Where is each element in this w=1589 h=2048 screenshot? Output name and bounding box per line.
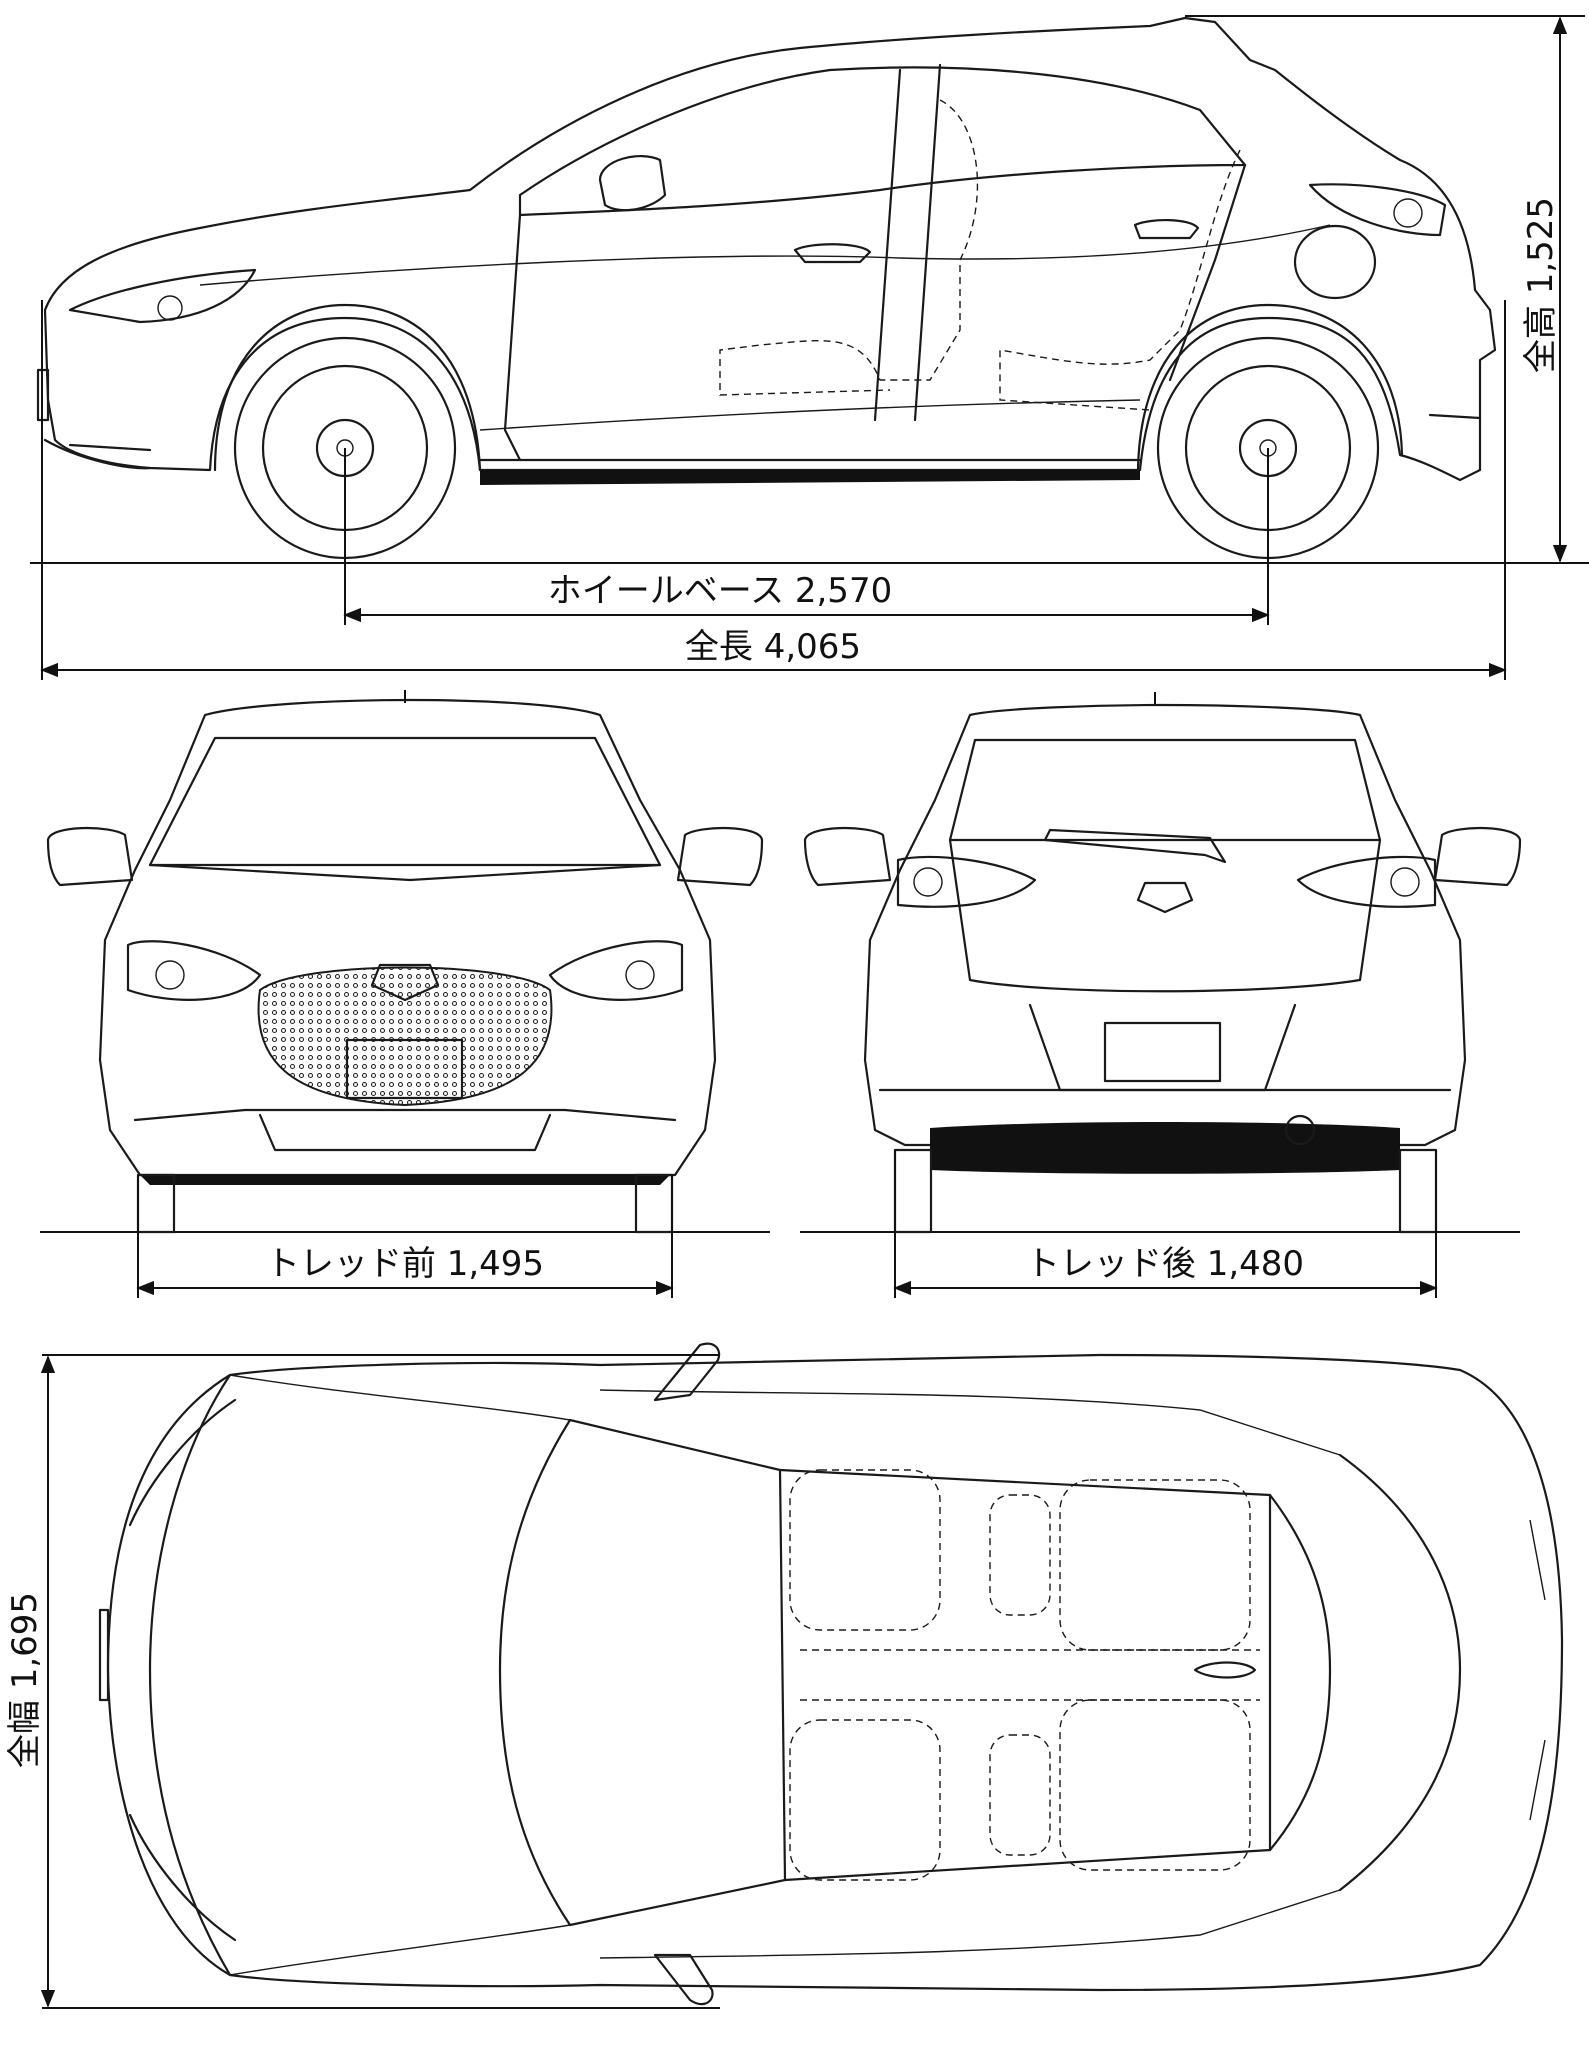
top-right-fender [229,1924,571,1976]
front-wheel-arch [213,303,482,472]
top-left-mirror [653,1342,721,1402]
side-view [30,16,1589,564]
right-taillamp-lens [1390,867,1420,897]
rear-diffuser [930,1122,1400,1174]
front-lower-intake [258,1113,552,1152]
rear-emblem [1136,881,1194,914]
top-roof [778,1468,1272,1882]
rear-reflector [1428,413,1482,420]
top-front-bumper [148,1373,232,1977]
side-b-pillar [873,68,902,422]
top-seats [789,1469,1260,1881]
top-body-outline [106,1353,1564,1992]
top-right-mirror [653,1953,714,2006]
top-left-beltline [599,1389,1341,1456]
rear-right-mirror [1433,827,1522,887]
side-character-line [199,224,1331,286]
left-taillamp-lens [913,867,943,897]
front-view [40,690,770,1234]
front-door-handle [793,243,872,264]
front-grille [257,966,553,1107]
rear-wheel-arch [1136,303,1404,472]
front-seat-outline [719,99,979,396]
side-taillamp [1308,183,1447,237]
rear-license-plate [1103,1021,1222,1083]
side-underbody [480,470,1140,485]
side-front-door-edge [503,213,522,462]
windshield [148,736,662,867]
top-rear-glass [1268,1493,1332,1852]
right-headlamp-lens [625,960,655,990]
rear-left-mirror [803,827,892,887]
side-rear-door-edge [1168,163,1247,382]
tailgate [948,838,1382,993]
front-license-plate [345,1038,464,1100]
front-tread-label: トレッド前 1,495 [266,1244,544,1284]
top-rear-right-detail [1529,1739,1546,1821]
rear-left-tire [893,1148,933,1234]
rear-plate-recess [1028,1003,1297,1092]
top-right-beltline [599,1889,1341,1959]
top-front-sensor [98,1608,110,1702]
front-lower-trim [133,1108,677,1122]
front-emblem [370,963,440,1002]
rear-window [948,738,1382,842]
hood-line [148,863,662,882]
side-body-outline [43,16,1497,482]
rear-right-tire [1398,1148,1438,1234]
top-view [98,1342,1564,2006]
side-window-frame [518,66,1247,217]
top-tailgate [1338,1453,1462,1892]
front-right-headlamp [548,940,684,1001]
taillamp-lens [1393,198,1423,228]
top-windshield [568,1418,787,1927]
left-headlamp-lens [155,960,185,990]
front-left-mirror [46,827,134,887]
top-hood-line [498,1418,572,1927]
top-rear-left-detail [1529,1519,1546,1601]
top-right-headlamp [128,1813,237,1942]
top-left-fender [229,1374,571,1421]
front-right-mirror [676,827,764,887]
top-shark-antenna [1193,1661,1257,1679]
wheelbase-label: ホイールベース 2,570 [548,571,892,611]
overall-height-label: 全高 1,525 [1521,197,1561,373]
front-bumper-lower [43,438,152,470]
front-foglamp-trim [68,443,152,452]
exhaust-tip [1284,1114,1316,1146]
front-body-outline [98,698,717,1177]
rear-tread-label: トレッド後 1,480 [1026,1244,1304,1284]
rear-door-handle [1133,218,1200,240]
rear-wiper [1043,828,1227,864]
front-left-headlamp [126,940,262,1001]
side-lower-line [479,399,1141,431]
front-underbody [140,1175,670,1185]
rear-body-outline [863,703,1467,1147]
rear-right-taillamp [1296,855,1437,908]
side-headlamp [68,268,257,324]
headlamp-lens [157,295,183,321]
overall-width-label: 全幅 1,695 [5,1592,45,1768]
side-door-split [913,63,942,422]
rear-seat-outline [999,149,1241,411]
top-left-headlamp [128,1398,237,1527]
overall-length-label: 全長 4,065 [685,627,861,667]
rear-view [800,692,1522,1234]
fuel-lid [1293,224,1377,300]
rear-left-taillamp [896,855,1037,908]
side-mirror [598,155,667,212]
